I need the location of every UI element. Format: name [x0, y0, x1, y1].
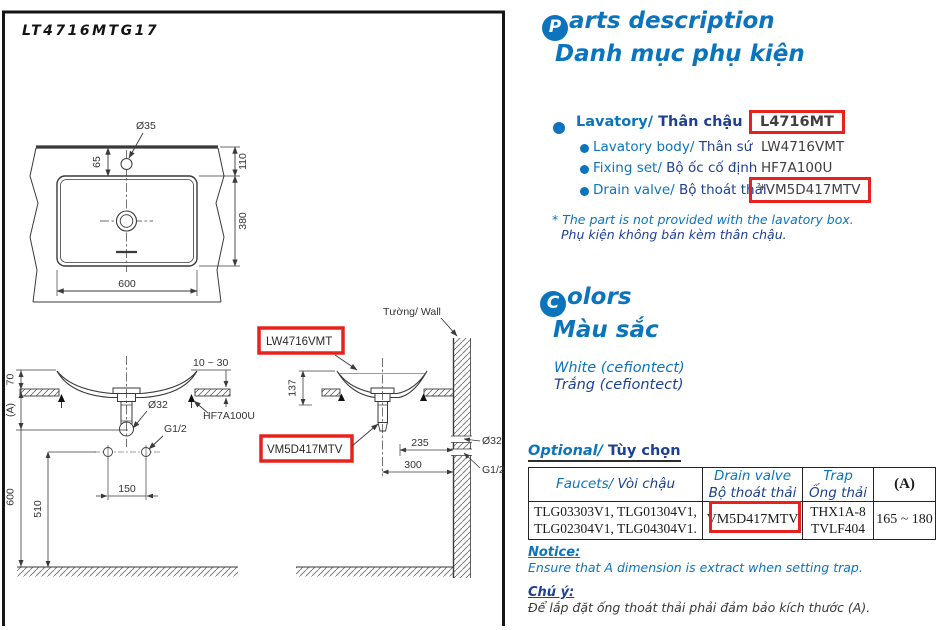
fixing-set-label: HF7A100U — [203, 410, 255, 422]
parts-item-1-label: Lavatory body/ Thân sứ — [593, 139, 753, 155]
parts-footnote-en: * The part is not provided with the lava… — [552, 212, 854, 227]
optional-heading: Optional/ Tùy chọn — [528, 443, 681, 462]
cell-trap: THX1A-8 TVLF404 — [802, 501, 874, 540]
parts-item-1-code: LW4716VMT — [761, 139, 845, 155]
parts-badge: P — [542, 14, 568, 41]
optional-table-header-row: Faucets/ Vòi chậu Drain valve Bộ thoát t… — [528, 467, 936, 502]
color-value-vi: Trắng (cefiontect) — [554, 377, 684, 393]
header-faucets: Faucets/ Vòi chậu — [528, 467, 703, 502]
header-trap: Trap Ống thải — [802, 467, 874, 502]
parts-item-3-label: Drain valve/ Bộ thoát thải — [593, 182, 767, 198]
drain-valve-highlight-box — [709, 501, 801, 533]
dim-a: (A) — [5, 403, 17, 417]
bullet-sub-1 — [580, 144, 589, 153]
cell-faucets: TLG03303V1, TLG01304V1, TLG02304V1, TLG0… — [528, 501, 703, 540]
colors-badge: C — [540, 290, 566, 317]
technical-drawing: LT4716MTG17 — [2, 10, 505, 630]
dim-150: 150 — [118, 483, 136, 495]
supply-thread-side: G1/2 — [482, 464, 505, 476]
dim-510: 510 — [32, 500, 44, 518]
bullet-sub-2 — [580, 165, 589, 174]
notice-body-vi: Để lắp đặt ống thoát thải phải đảm bảo k… — [528, 600, 871, 615]
optional-table: Faucets/ Vòi chậu Drain valve Bộ thoát t… — [528, 467, 936, 540]
dim-235: 235 — [411, 437, 429, 449]
drawing-panel: LT4716MTG17 — [2, 10, 505, 630]
optional-table-body-row: TLG03303V1, TLG01304V1, TLG02304V1, TLG0… — [528, 501, 936, 540]
colors-title-en: olors — [567, 284, 632, 310]
parts-title-en: arts description — [569, 8, 775, 34]
wall-label: Tường/ Wall — [383, 306, 441, 318]
side-view — [257, 317, 481, 578]
drawing-border — [2, 10, 505, 630]
parts-footnote-vi: Phụ kiện không bán kèm thân chậu. — [561, 227, 787, 242]
dim-10-30: 10 ~ 30 — [193, 357, 228, 369]
color-value-en: White (cefiontect) — [554, 360, 685, 376]
front-view — [16, 356, 238, 577]
drain-code-label: VM5D417MTV — [267, 444, 343, 456]
parts-main-code: L4716MT — [749, 110, 845, 134]
dim-600-width: 600 — [118, 278, 136, 290]
dim-600-height: 600 — [5, 488, 17, 506]
cell-drain-valve: VM5D417MTV — [702, 501, 803, 540]
parts-item-2-label: Fixing set/ Bộ ốc cố định — [593, 160, 758, 176]
dim-dia-faucet: Ø35 — [136, 120, 156, 132]
parts-item-2-code: HF7A100U — [761, 160, 833, 176]
parts-item-3-code: *VM5D417MTV — [749, 177, 871, 203]
dim-110: 110 — [237, 153, 249, 170]
top-view — [29, 132, 240, 303]
header-a: (A) — [873, 467, 936, 502]
dim-65: 65 — [91, 156, 103, 168]
dim-137: 137 — [287, 379, 299, 397]
dim-dia-drain-side: Ø32 — [482, 435, 502, 447]
notice-heading-vi: Chú ý: — [528, 585, 575, 600]
dim-dia-drain-front: Ø32 — [148, 399, 168, 411]
cell-a-value: 165 ~ 180 — [873, 501, 936, 540]
supply-thread-front: G1/2 — [164, 423, 187, 435]
parts-title-vi: Danh mục phụ kiện — [555, 40, 805, 67]
bullet-sub-3 — [580, 187, 589, 196]
body-code-label: LW4716VMT — [266, 336, 332, 348]
bullet-main — [553, 122, 565, 134]
product-code: LT4716MTG17 — [22, 23, 159, 39]
parts-main-label: Lavatory/ Thân chậu — [576, 114, 743, 130]
notice-body-en: Ensure that A dimension is extract when … — [528, 560, 863, 575]
notice-heading-en: Notice: — [528, 545, 581, 560]
colors-title-vi: Màu sắc — [553, 316, 659, 343]
dim-70: 70 — [5, 374, 17, 386]
header-drain-valve: Drain valve Bộ thoát thải — [702, 467, 803, 502]
dim-300: 300 — [404, 459, 422, 471]
dim-380: 380 — [237, 212, 249, 230]
